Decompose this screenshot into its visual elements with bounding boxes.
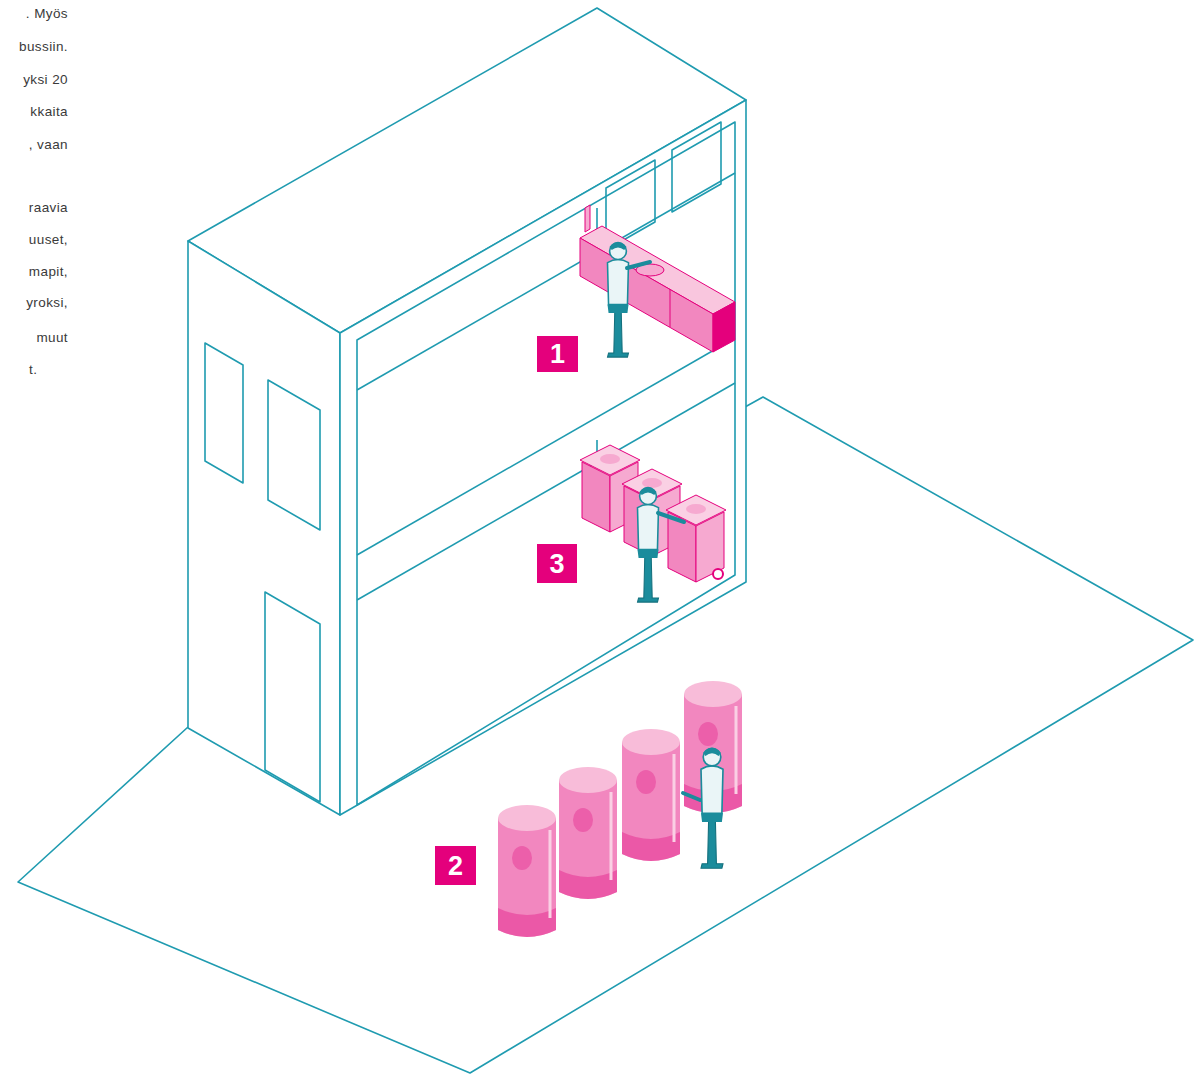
text-fragment: muut	[36, 330, 68, 346]
callout-number-text: 2	[448, 851, 463, 881]
text-fragment: bussiin.	[19, 39, 68, 55]
text-fragment: , vaan	[29, 137, 68, 153]
text-fragment: raavia	[29, 200, 68, 216]
text-fragment: . Myös	[26, 6, 68, 22]
text-fragment: yroksi,	[26, 295, 68, 311]
callout-number-text: 3	[549, 549, 564, 579]
text-fragment: t.	[29, 362, 37, 378]
text-fragment: mapit,	[29, 264, 68, 280]
text-fragment: kkaita	[30, 104, 68, 120]
callout-number: 3	[537, 544, 577, 583]
callout-number: 1	[537, 336, 578, 372]
text-fragment: uuset,	[29, 232, 68, 248]
callout-number-text: 1	[550, 339, 565, 369]
callout-number: 2	[435, 846, 476, 885]
text-fragment: yksi 20	[23, 72, 68, 88]
